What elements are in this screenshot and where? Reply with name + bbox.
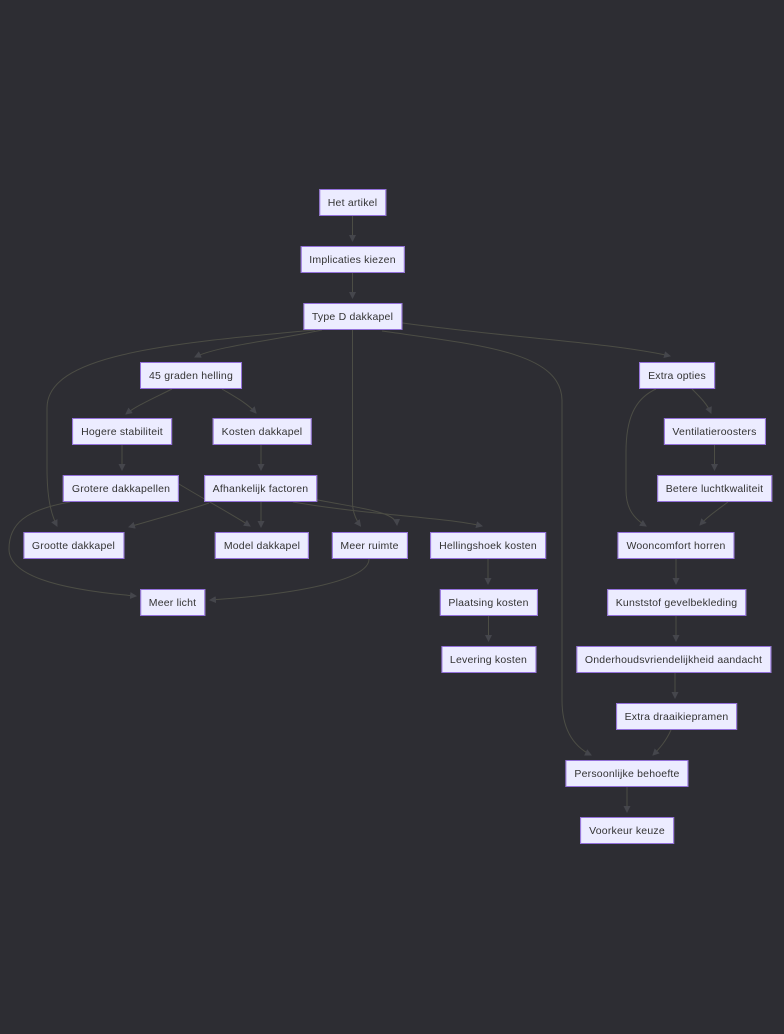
node-extra: Extra opties [639, 362, 715, 389]
node-grootte: Grootte dakkapel [22, 532, 125, 559]
edge-afhankelijk-to-meerruimte [312, 498, 401, 527]
edge-helling45-to-kosten [221, 388, 257, 414]
node-plaatsing: Plaatsing kosten [439, 589, 538, 616]
node-het: Het artikel [318, 189, 387, 216]
node-persoonlijke: Persoonlijke behoefte [565, 760, 689, 787]
edge-typed-to-meerruimte [352, 330, 362, 527]
edge-typed-to-extra [395, 321, 672, 359]
edge-grotere-to-meerlicht [8, 501, 138, 599]
node-voorkeur: Voorkeur keuze [580, 817, 674, 844]
node-draaikiep: Extra draaikiepramen [615, 703, 738, 730]
edge-typed-to-persoonlijke [381, 330, 592, 756]
edge-betere-to-wooncomfort [699, 501, 729, 526]
node-kunststof: Kunststof gevelbekleding [606, 589, 747, 616]
node-ventilatie: Ventilatieroosters [663, 418, 766, 445]
node-levering: Levering kosten [440, 646, 537, 673]
edge-meerruimte-to-meerlicht [208, 558, 370, 604]
edge-draaikiep-to-persoonlijke [652, 729, 672, 756]
edge-typed-to-grootte [46, 329, 316, 527]
edge-extra-to-ventilatie [691, 388, 712, 414]
edge-extra-to-wooncomfort [625, 388, 657, 527]
node-onderhouds: Onderhoudsvriendelijkheid aandacht [575, 646, 772, 673]
edge-afhankelijk-to-grootte [127, 502, 210, 529]
node-afhankelijk: Afhankelijk factoren [203, 475, 318, 502]
node-meerlicht: Meer licht [139, 589, 206, 616]
node-hellingshoek: Hellingshoek kosten [430, 532, 546, 559]
edge-typed-to-helling45 [194, 329, 323, 358]
node-model: Model dakkapel [214, 532, 310, 559]
edge-helling45-to-hogere [125, 388, 173, 415]
node-meerruimte: Meer ruimte [331, 532, 408, 559]
node-helling45: 45 graden helling [140, 362, 242, 389]
node-kosten: Kosten dakkapel [212, 418, 312, 445]
node-implicaties: Implicaties kiezen [300, 246, 405, 273]
node-typed: Type D dakkapel [302, 303, 403, 330]
node-grotere: Grotere dakkapellen [62, 475, 180, 502]
edge-grotere-to-model [173, 480, 251, 527]
edge-afhankelijk-to-hellingshoek [292, 501, 484, 529]
node-betere: Betere luchtkwaliteit [656, 475, 773, 502]
node-wooncomfort: Wooncomfort horren [617, 532, 735, 559]
node-hogere: Hogere stabiliteit [72, 418, 172, 445]
